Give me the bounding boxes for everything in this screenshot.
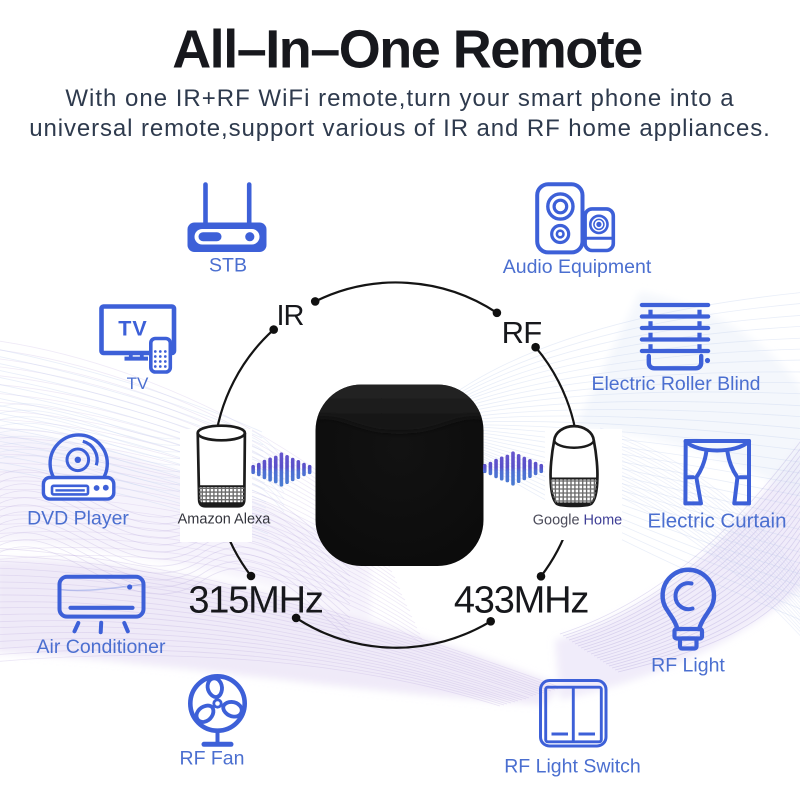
svg-text:Amazon Alexa: Amazon Alexa: [178, 512, 272, 528]
svg-text:Audio Equipment: Audio Equipment: [503, 256, 652, 278]
svg-text:433MHz: 433MHz: [454, 580, 588, 622]
svg-text:STB: STB: [209, 255, 247, 277]
svg-text:TV: TV: [127, 374, 149, 393]
svg-text:IR: IR: [277, 300, 304, 332]
svg-text:DVD Player: DVD Player: [27, 508, 129, 530]
svg-text:Electric Curtain: Electric Curtain: [648, 510, 787, 533]
svg-text:With one IR+RF WiFi remote,tur: With one IR+RF WiFi remote,turn your sma…: [65, 85, 734, 112]
svg-text:Air Conditioner: Air Conditioner: [37, 636, 166, 658]
svg-text:315MHz: 315MHz: [188, 580, 322, 622]
svg-text:TV: TV: [118, 317, 147, 341]
svg-text:All–In–One Remote: All–In–One Remote: [172, 20, 642, 80]
svg-text:RF Fan: RF Fan: [179, 748, 244, 770]
svg-text:RF: RF: [502, 315, 542, 350]
svg-text:Electric Roller Blind: Electric Roller Blind: [591, 373, 760, 395]
svg-text:universal remote,support vario: universal remote,support various of IR a…: [29, 115, 770, 142]
svg-text:RF Light: RF Light: [651, 655, 725, 677]
svg-text:RF Light Switch: RF Light Switch: [504, 756, 641, 778]
svg-text:Google Home: Google Home: [533, 513, 622, 529]
